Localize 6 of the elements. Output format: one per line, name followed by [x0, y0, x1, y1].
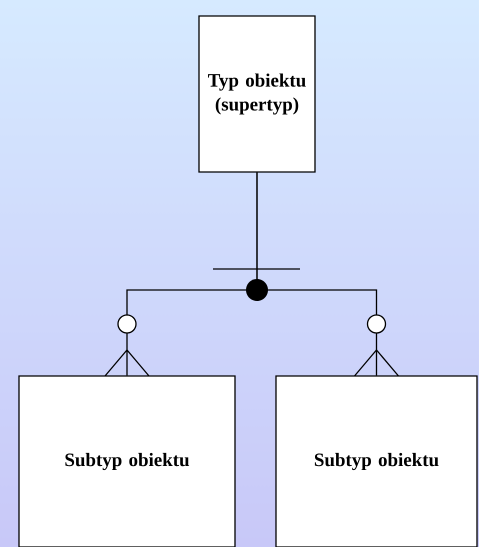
connector [256, 172, 399, 376]
entity-box: Typ obiektu (supertyp) [198, 15, 316, 173]
entity-box: Subtyp obiektu [275, 375, 478, 547]
entity-box: Subtyp obiektu [18, 375, 236, 547]
exclusive-bar [213, 268, 300, 270]
junction-dot [246, 279, 268, 301]
